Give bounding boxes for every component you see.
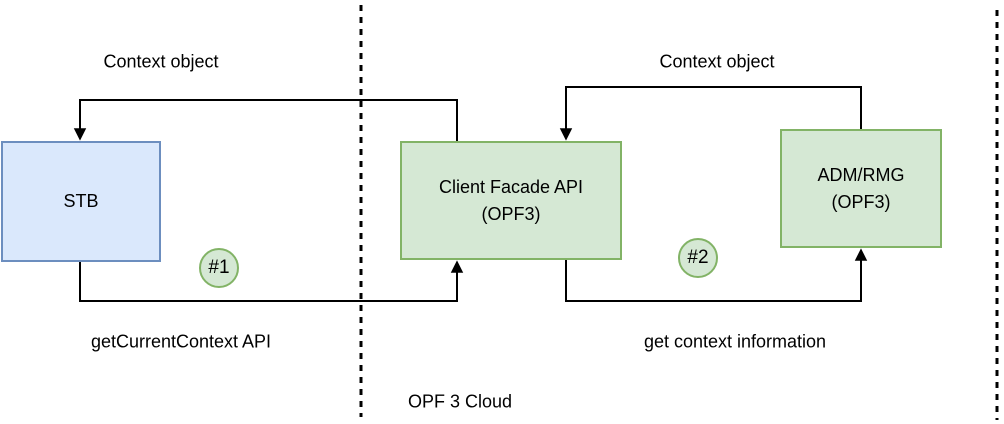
edge-context-object-left: [73, 99, 458, 141]
node-client-facade-api: Client Facade API (OPF3): [400, 141, 622, 260]
node-stb: STB: [1, 141, 161, 262]
region-label-opf3-cloud: OPF 3 Cloud: [407, 391, 513, 412]
step-badge-2: #2: [678, 238, 718, 278]
edge-label-context-object-right: Context object: [659, 51, 775, 72]
edge-get-current-context: [79, 260, 464, 302]
edge-get-context-information: [565, 248, 868, 302]
edge-context-object-right: [559, 86, 862, 141]
edge-label-context-object-left: Context object: [103, 51, 219, 72]
step-badge-1: #1: [199, 248, 239, 288]
node-adm-rmg: ADM/RMG (OPF3): [780, 129, 942, 248]
edge-label-get-current-context-api: getCurrentContext API: [90, 331, 272, 352]
edge-label-get-context-information: get context information: [643, 331, 827, 352]
